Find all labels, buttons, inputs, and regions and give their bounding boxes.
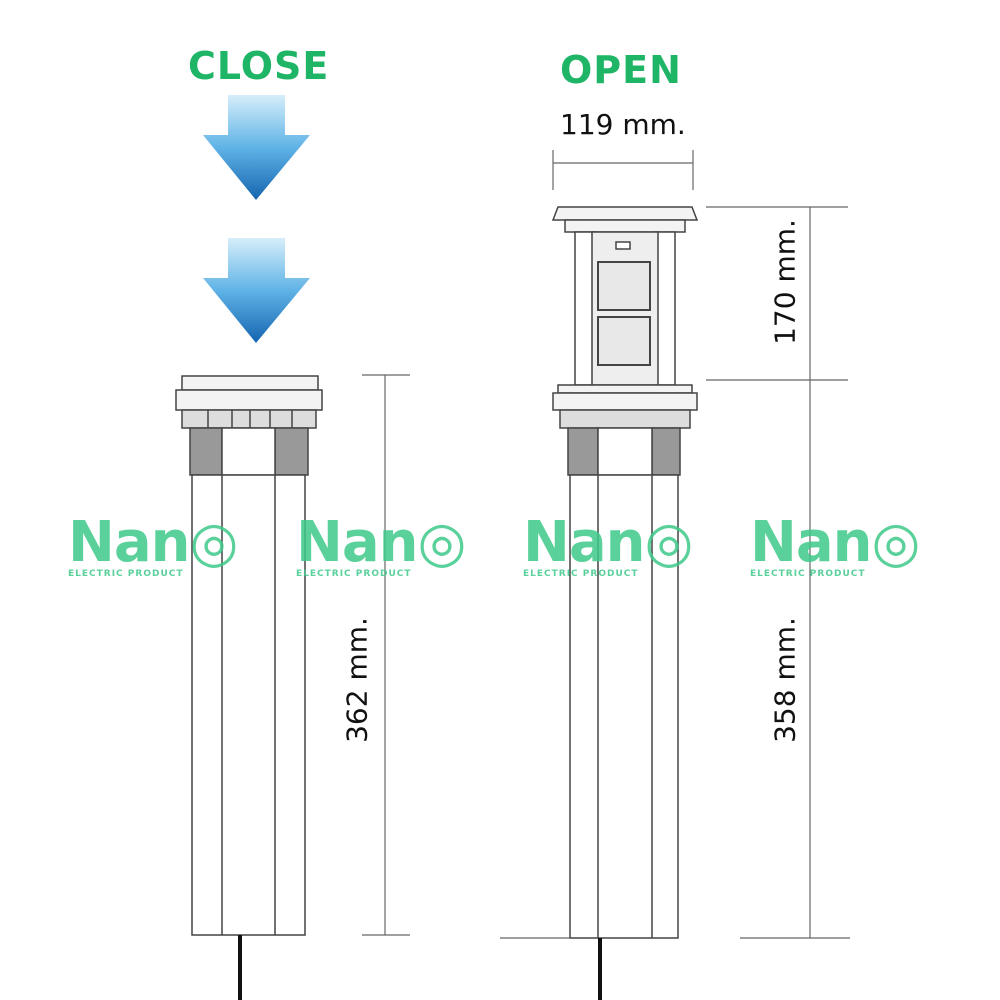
closed-unit [175,375,323,1000]
down-arrow-icon [203,95,310,200]
closed-length-dimension: 362 mm. [340,617,374,743]
open-unit [551,206,699,1000]
open-label: OPEN [560,48,682,92]
pop-height-dimension: 170 mm. [768,219,802,345]
brand-watermark: Nan◎ELECTRIC PRODUCT [523,510,693,580]
width-dimension: 119 mm. [560,108,686,141]
brand-watermark: Nan◎ELECTRIC PRODUCT [750,510,920,580]
brand-watermark: Nan◎ELECTRIC PRODUCT [296,510,466,580]
open-length-dimension: 358 mm. [768,617,802,743]
close-label: CLOSE [188,44,330,88]
brand-watermark: Nan◎ELECTRIC PRODUCT [68,510,238,580]
dimension-lines [362,150,850,939]
down-arrow-icon [203,238,310,343]
